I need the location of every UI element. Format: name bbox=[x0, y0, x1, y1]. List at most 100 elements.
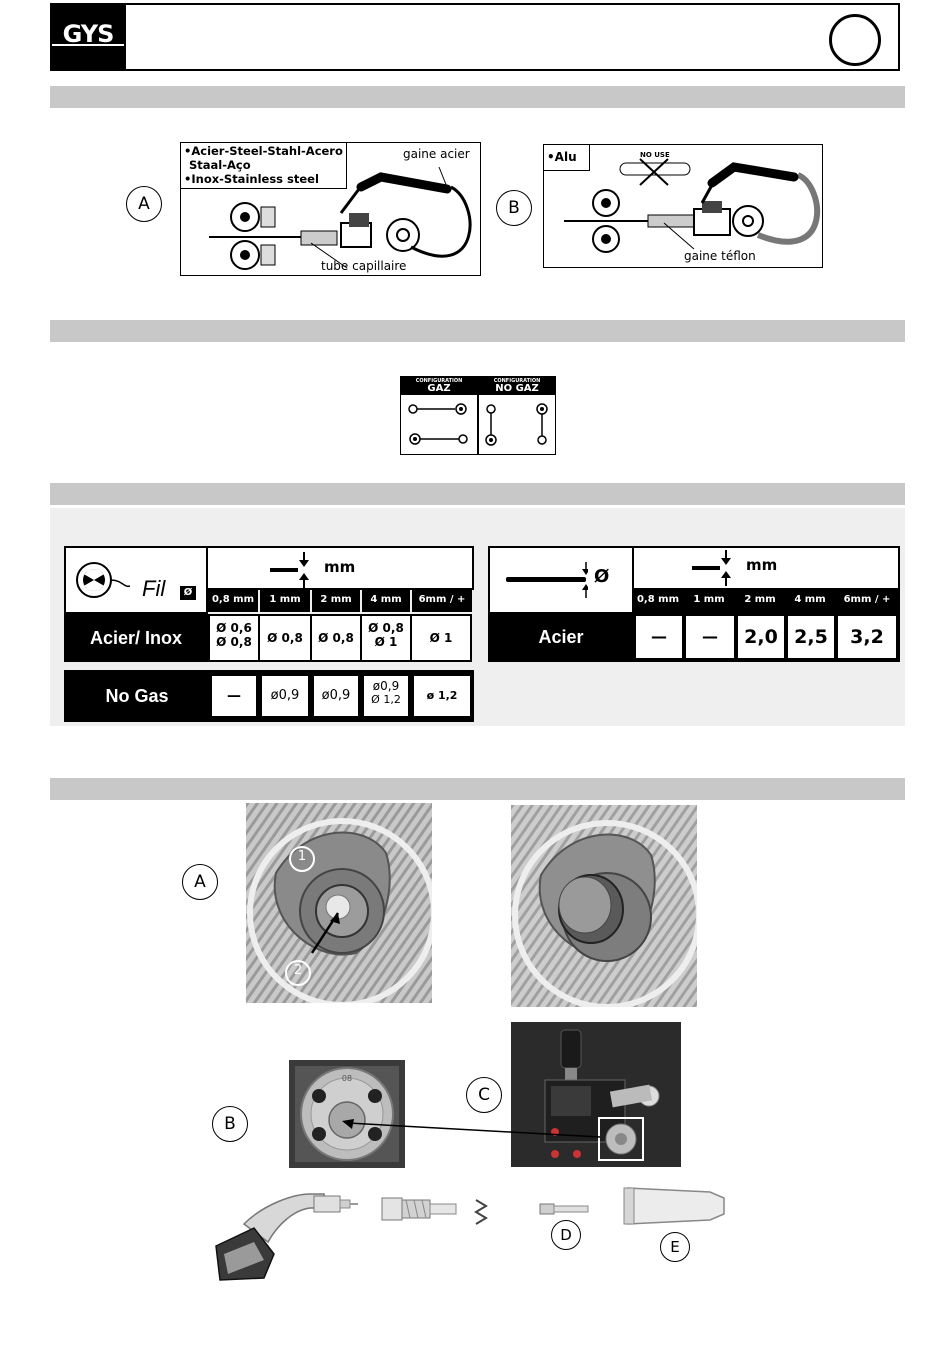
config-nogaz-header: CONFIGURATION NO GAZ bbox=[479, 377, 555, 395]
thickness-header-left: mm bbox=[206, 546, 474, 590]
section-bar-3 bbox=[50, 483, 905, 505]
acier-inox-cell: Ø 1 bbox=[410, 614, 472, 662]
col-header-4: 4 mm bbox=[362, 590, 410, 612]
alu-sheath-figure: •Alu NO USE gaine téflon bbox=[543, 144, 823, 268]
no-gas-cell: — bbox=[210, 674, 258, 718]
mm-label-left: mm bbox=[324, 558, 356, 576]
config-nogaz-small: CONFIGURATION bbox=[493, 378, 541, 384]
thickness-icon-right bbox=[692, 550, 731, 586]
letter-b-circle: B bbox=[496, 190, 532, 226]
row-label-acier: Acier bbox=[490, 614, 632, 660]
col-header-1: 1 mm bbox=[260, 590, 310, 612]
steel-label-line-2: Staal-Aço bbox=[189, 158, 251, 172]
letter-a-circle: A bbox=[126, 186, 162, 222]
tube-capillaire-label: tube capillaire bbox=[321, 259, 407, 273]
row-label-acier-inox: Acier/ Inox bbox=[64, 614, 208, 662]
no-use-label: NO USE bbox=[640, 151, 670, 159]
diam-header-cell: Ø bbox=[490, 548, 632, 612]
section-bar-2 bbox=[50, 320, 905, 342]
no-gas-cell: ø0,9 Ø 1,2 bbox=[362, 674, 410, 718]
cell-value: Ø 0,8 bbox=[368, 621, 404, 635]
steel-label-line-1: •Acier-Steel-Stahl-Acero bbox=[184, 144, 343, 158]
spool-hub-drawing-2 bbox=[511, 805, 697, 1007]
no-gas-cell: ø0,9 bbox=[260, 674, 310, 718]
spool-hub-drawing-1 bbox=[246, 803, 432, 1003]
photo-letter-c: C bbox=[466, 1077, 502, 1113]
acier-cell: 2,0 bbox=[736, 614, 786, 660]
acier-inox-cell: Ø 0,6 Ø 0,8 bbox=[208, 614, 260, 662]
steel-label-line-3: •Inox-Stainless steel bbox=[184, 172, 319, 186]
language-circle bbox=[829, 14, 881, 66]
alu-feed-drawing bbox=[564, 158, 821, 253]
fil-header-cell: Fil Ø bbox=[64, 546, 208, 614]
torch-parts-drawing bbox=[215, 1187, 725, 1281]
thickness-icon-left bbox=[270, 552, 309, 588]
config-divider bbox=[477, 377, 479, 454]
feeder-mechanism-drawing bbox=[511, 1022, 681, 1167]
fil-label: Fil bbox=[142, 576, 166, 601]
acier-cell: — bbox=[684, 614, 736, 660]
config-gaz-small: CONFIGURATION bbox=[415, 378, 463, 384]
cell-value: Ø 1,2 bbox=[371, 693, 401, 706]
acier-inox-cell: Ø 0,8 bbox=[258, 614, 312, 662]
row-label-no-gas: No Gas bbox=[66, 672, 208, 720]
gys-logo bbox=[52, 5, 124, 69]
gaine-acier-label: gaine acier bbox=[403, 147, 470, 161]
right-col-header-0-8: 0,8 mm bbox=[634, 590, 682, 612]
photo-letter-e: E bbox=[660, 1232, 690, 1262]
spool-hub-photo-1: 1 2 bbox=[246, 803, 432, 1003]
logo-separator bbox=[124, 5, 126, 69]
acier-inox-cell: Ø 0,8 bbox=[310, 614, 362, 662]
right-col-header-1: 1 mm bbox=[684, 590, 734, 612]
photo-letter-d: D bbox=[551, 1220, 581, 1250]
cell-value: Ø 0,6 bbox=[216, 621, 252, 635]
feeder-mechanism-photo bbox=[511, 1022, 681, 1167]
gas-configuration-box: CONFIGURATION GAZ CONFIGURATION NO GAZ bbox=[400, 376, 556, 455]
roller-pointer-arrow bbox=[342, 1119, 601, 1138]
callout-2: 2 bbox=[293, 963, 303, 978]
config-gaz-header: CONFIGURATION GAZ bbox=[401, 377, 477, 395]
wire-diameter-icon bbox=[506, 562, 588, 598]
right-col-header-2: 2 mm bbox=[736, 590, 784, 612]
config-polarity-drawing bbox=[408, 403, 548, 446]
steel-label-box: •Acier-Steel-Stahl-Acero Staal-Aço •Inox… bbox=[181, 143, 347, 189]
cell-value: Ø 0,8 bbox=[216, 635, 252, 649]
section-bar-4 bbox=[50, 778, 905, 800]
no-gas-cell: ø0,9 bbox=[312, 674, 360, 718]
steel-sheath-figure: •Acier-Steel-Stahl-Acero Staal-Aço •Inox… bbox=[180, 142, 481, 276]
steel-feed-drawing bbox=[209, 166, 472, 270]
logo-text: GYS bbox=[62, 20, 115, 48]
thickness-header-right: mm bbox=[634, 548, 898, 588]
section-bar-1 bbox=[50, 86, 905, 108]
acier-cell: 3,2 bbox=[836, 614, 898, 660]
drive-roller-photo: 08 bbox=[289, 1060, 405, 1168]
no-gas-cell: ø 1,2 bbox=[412, 674, 472, 718]
spool-hub-photo-2 bbox=[511, 805, 697, 1007]
photo-letter-b: B bbox=[212, 1106, 248, 1142]
right-col-header-6: 6mm / + bbox=[836, 590, 898, 612]
callout-1: 1 bbox=[297, 849, 307, 864]
page-header bbox=[50, 3, 900, 71]
col-header-6: 6mm / + bbox=[412, 590, 472, 612]
gaine-teflon-label: gaine téflon bbox=[684, 249, 756, 263]
cell-value: Ø 1 bbox=[374, 635, 398, 649]
alu-label-box: •Alu bbox=[544, 145, 590, 171]
acier-cell: 2,5 bbox=[786, 614, 836, 660]
roller-stamp: 08 bbox=[341, 1074, 353, 1083]
photo-letter-a: A bbox=[182, 864, 218, 900]
diam-symbol: Ø bbox=[594, 566, 610, 587]
config-gaz-big: GAZ bbox=[427, 383, 451, 394]
config-nogaz-big: NO GAZ bbox=[495, 383, 539, 394]
acier-cell: — bbox=[634, 614, 684, 660]
fil-diam-symbol: Ø bbox=[180, 586, 196, 600]
wire-spool-icon bbox=[76, 562, 130, 598]
right-col-header-4: 4 mm bbox=[786, 590, 834, 612]
drive-roller-drawing bbox=[289, 1060, 405, 1168]
logo-underline bbox=[52, 44, 124, 46]
alu-label: •Alu bbox=[547, 150, 577, 164]
cell-value: ø0,9 bbox=[372, 679, 400, 693]
acier-inox-cell: Ø 0,8 Ø 1 bbox=[360, 614, 412, 662]
mm-label-right: mm bbox=[746, 556, 778, 574]
col-header-0-8: 0,8 mm bbox=[208, 590, 258, 612]
col-header-2: 2 mm bbox=[312, 590, 360, 612]
